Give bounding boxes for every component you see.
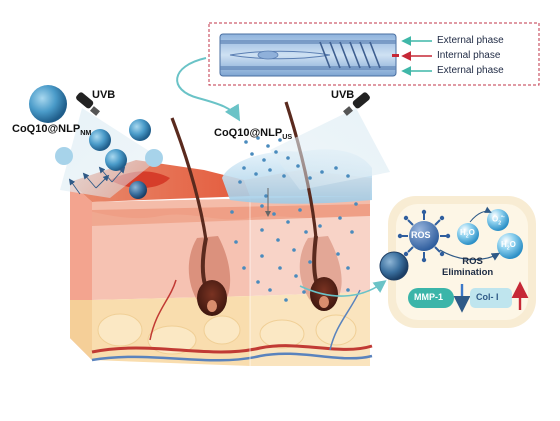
uvb-label-left: UVB xyxy=(92,89,116,101)
np-label-left: CoQ10@NLPNM xyxy=(12,123,92,138)
nanoparticle-dot xyxy=(266,144,270,148)
h2o-right-label: H2O xyxy=(501,240,516,252)
nanoparticle-dot xyxy=(276,238,280,242)
nanoparticle-dot xyxy=(308,176,312,180)
nanoparticle-dot xyxy=(278,266,282,270)
nanoparticle-dot xyxy=(238,180,242,184)
nanoparticle-dot xyxy=(346,288,350,292)
nanoparticle-dot xyxy=(296,164,300,168)
h2o-node-right xyxy=(497,233,523,259)
nanoparticle-dot xyxy=(272,212,276,216)
microfluidic-tube xyxy=(219,33,397,77)
nanoparticle-dot xyxy=(242,266,246,270)
nanoparticle-dot xyxy=(278,138,282,142)
phase-arrows xyxy=(392,36,432,76)
nanoparticle-dot xyxy=(346,266,350,270)
ros-node-icon xyxy=(397,209,451,263)
uvb-beam-right xyxy=(270,108,390,190)
nanoparticle-dot xyxy=(286,220,290,224)
nanoparticle-dot xyxy=(286,156,290,160)
h2o-node-top xyxy=(457,223,479,245)
nanoparticle-dot xyxy=(268,168,272,172)
nanoparticle-dot xyxy=(234,240,238,244)
nanoparticle-dot xyxy=(304,230,308,234)
nanoparticle-dot xyxy=(350,230,354,234)
nanoparticle-dot xyxy=(354,202,358,206)
phase-label-external-bottom: External phase xyxy=(437,65,504,76)
ros-node-label: ROS xyxy=(411,230,431,240)
nanoparticle-dot xyxy=(274,150,278,154)
np-large-main xyxy=(29,85,67,123)
o2-node xyxy=(487,209,509,231)
col1-label: Col- I xyxy=(476,292,499,302)
nanoparticle-dot xyxy=(318,224,322,228)
col1-pill xyxy=(470,288,512,308)
hair-follicle-left xyxy=(170,117,231,316)
nanoparticle-dot xyxy=(256,136,260,140)
nanoparticle-dot xyxy=(284,298,288,302)
np-label-right: CoQ10@NLPUS xyxy=(214,127,293,142)
nanoparticle-dot xyxy=(230,210,234,214)
blood-vessel-right xyxy=(329,289,361,351)
nanoparticle-dot xyxy=(294,274,298,278)
nanoparticle-dot xyxy=(298,208,302,212)
uvb-lamp-right-icon xyxy=(343,92,370,116)
np-panel-icon xyxy=(379,251,409,281)
nanoparticles-large xyxy=(29,85,163,199)
mmp1-label: MMP-1 xyxy=(414,292,443,302)
flow-arrow xyxy=(176,57,241,122)
phase-label-external-top: External phase xyxy=(437,35,504,46)
nanoparticle-dot xyxy=(250,152,254,156)
nanoparticle-dot xyxy=(254,172,258,176)
uvb-label-right: UVB xyxy=(331,89,355,101)
nanoparticle-dot xyxy=(244,140,248,144)
nanoparticles-small xyxy=(230,136,358,302)
nanoparticle-dot xyxy=(346,174,350,178)
nanoparticle-dot xyxy=(302,290,306,294)
nanoparticle-dot xyxy=(282,174,286,178)
nanoparticle-dot xyxy=(338,216,342,220)
nanoparticle-dot xyxy=(260,254,264,258)
mechanism-panel xyxy=(299,196,536,328)
blood-vessel-left xyxy=(149,279,177,341)
nanoparticle-dot xyxy=(268,288,272,292)
phase-label-internal: Internal phase xyxy=(437,50,501,61)
nanoparticle-dot xyxy=(292,248,296,252)
mmp1-pill xyxy=(408,288,454,308)
o2-label: O2•- xyxy=(492,214,505,227)
nanoparticle-dot xyxy=(308,260,312,264)
nanoparticle-dot xyxy=(264,194,268,198)
nanoparticle-dot xyxy=(260,204,264,208)
nanoparticle-dot xyxy=(336,252,340,256)
nanoparticle-dot xyxy=(242,166,246,170)
h2o-top-label: H2O xyxy=(460,228,475,240)
uvb-lamp-left-icon xyxy=(76,92,100,116)
microfluidic-inset xyxy=(208,22,540,86)
nanoparticle-dot xyxy=(334,166,338,170)
nanoparticle-dot xyxy=(256,280,260,284)
nanoparticle-dot xyxy=(260,228,264,232)
ros-elimination-label: ROS Elimination xyxy=(442,256,494,278)
nanoparticle-dot xyxy=(320,170,324,174)
nanoparticle-dot xyxy=(262,158,266,162)
